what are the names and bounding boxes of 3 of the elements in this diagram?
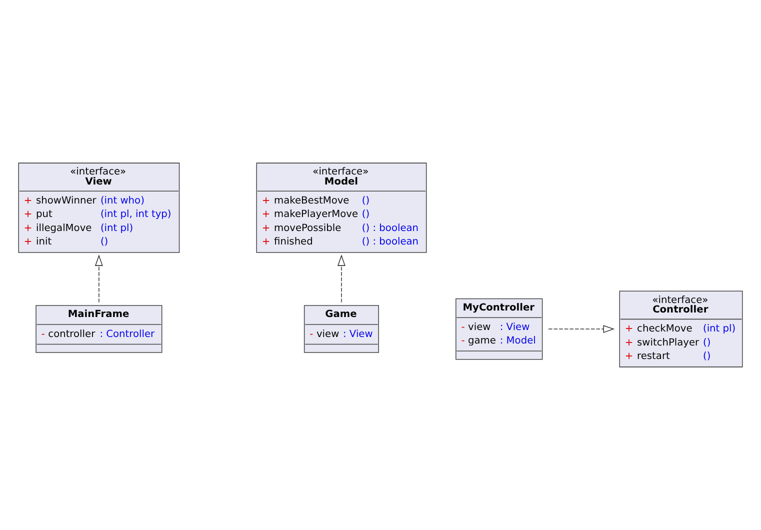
arrow [94,254,103,303]
arrow [337,254,346,303]
arrow [548,325,615,334]
